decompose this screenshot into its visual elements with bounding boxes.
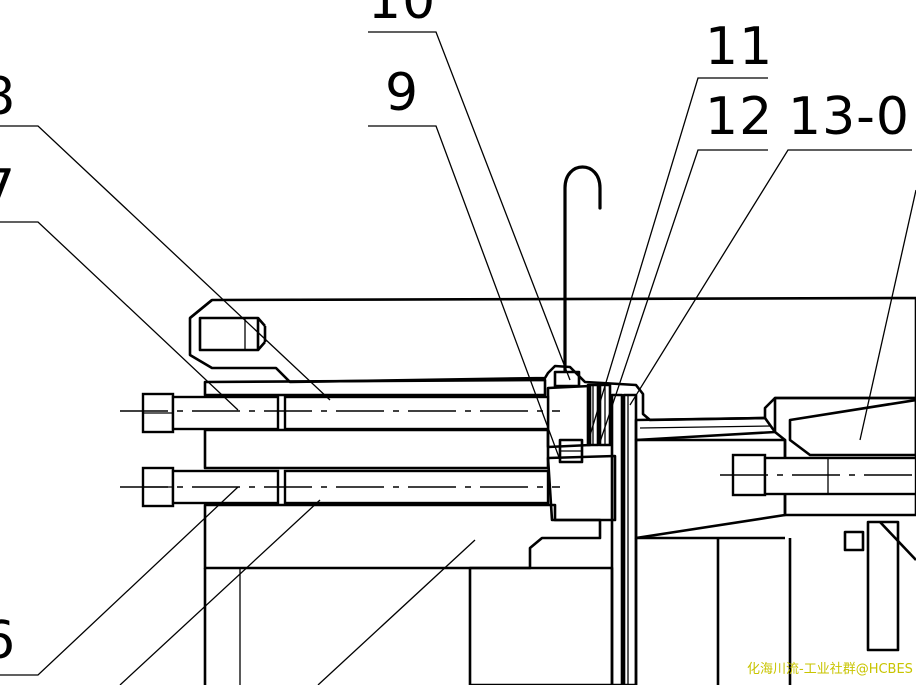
lower-plate (203, 503, 614, 685)
callout-12: 12 (705, 87, 773, 147)
right-bolt (720, 398, 916, 497)
upper-long-bolt (120, 392, 560, 434)
watermark-text: 化海川流-工业社群@HCBES (747, 661, 913, 677)
callout-10: 10 (368, 0, 436, 31)
callout-8: 8 (0, 67, 16, 127)
callout-7: 7 (0, 159, 16, 219)
callout-9: 9 (385, 63, 419, 123)
callout-labels: 10 11 12 13-0 9 8 7 6 (0, 0, 910, 671)
leader-lines (0, 31, 916, 685)
callout-6: 6 (0, 611, 16, 671)
callout-11: 11 (705, 17, 773, 77)
lifting-hook (563, 165, 602, 372)
thin-tube (610, 393, 638, 685)
lower-long-bolt (120, 466, 560, 508)
right-base (634, 396, 916, 685)
callout-13: 13-0 (788, 87, 910, 147)
